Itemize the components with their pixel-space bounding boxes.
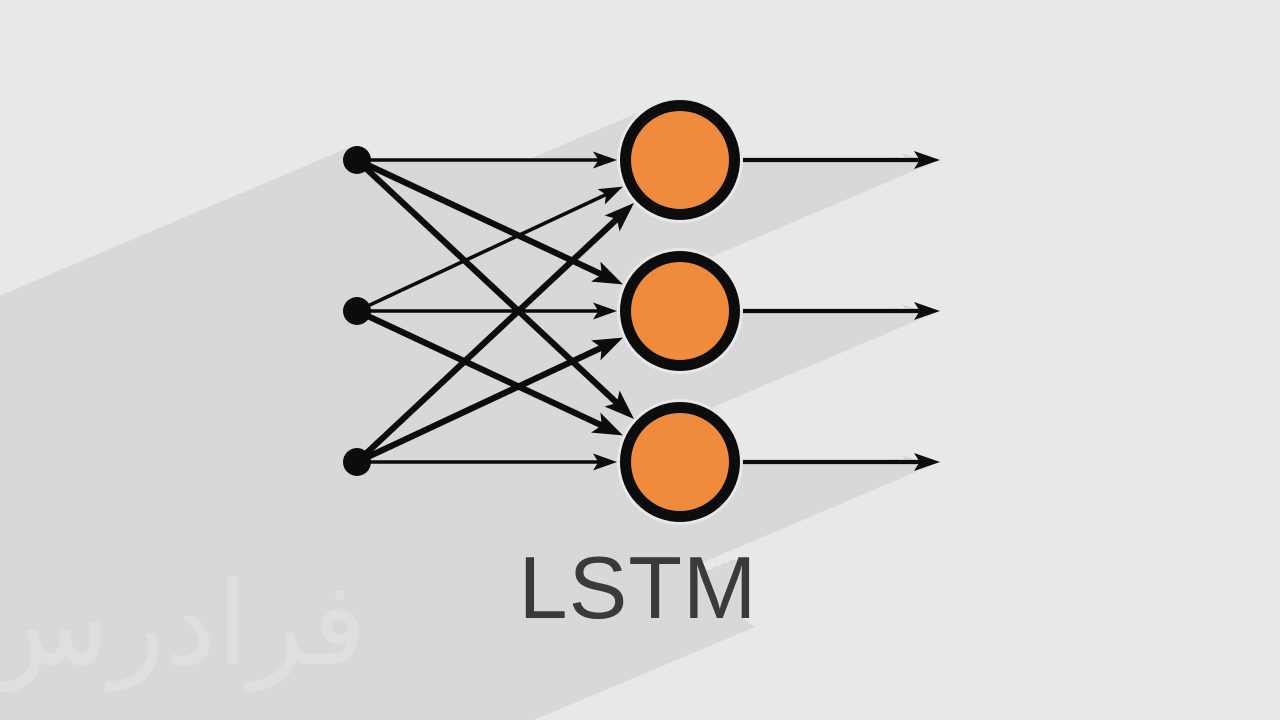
- arrowhead: [597, 186, 623, 205]
- edge-line: [354, 215, 621, 465]
- edge-line: [355, 343, 606, 465]
- edge-line: [354, 157, 621, 407]
- arrowhead: [604, 203, 634, 232]
- output-arrowhead: [914, 151, 940, 169]
- diagram-title: LSTM: [519, 538, 758, 637]
- lstm-cell: [620, 100, 740, 220]
- watermark-text: فرادرس: [0, 558, 367, 692]
- arrowhead: [591, 261, 623, 285]
- output-arrowhead: [914, 302, 940, 320]
- network-figure: [343, 97, 940, 525]
- arrowhead: [591, 337, 623, 361]
- input-dot: [343, 297, 371, 325]
- input-dot: [343, 448, 371, 476]
- lstm-cell: [620, 402, 740, 522]
- edge-line: [356, 192, 609, 313]
- arrowhead: [591, 412, 623, 436]
- output-arrowhead: [914, 453, 940, 471]
- input-dot: [343, 146, 371, 174]
- arrowhead: [593, 453, 617, 471]
- edge-line: [355, 157, 606, 279]
- arrowhead: [593, 302, 617, 320]
- arrowhead: [593, 151, 617, 169]
- edge-line: [355, 308, 606, 430]
- lstm-cell: [620, 251, 740, 371]
- arrowhead: [604, 390, 634, 419]
